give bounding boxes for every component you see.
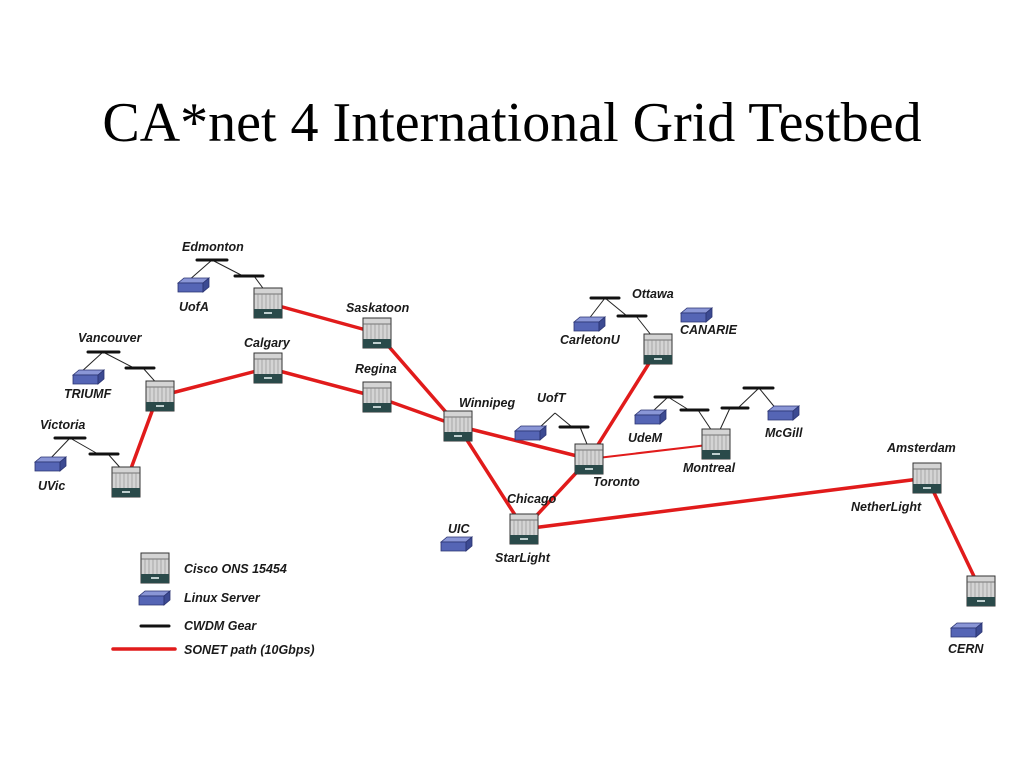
server-uic [440,536,473,552]
legend-router-label: Cisco ONS 15454 [184,562,287,576]
router-toronto [574,443,604,475]
label-mcgill: McGill [765,426,803,440]
label-canarie: CANARIE [680,323,738,337]
label-montreal: Montreal [683,461,736,475]
label-regina: Regina [355,362,397,376]
label-netherlight: NetherLight [851,500,922,514]
link-amsterdam-cern [925,476,983,593]
server-udem [634,409,667,425]
link-toronto-montreal [588,443,717,460]
router-regina [362,381,392,413]
label-udem: UdeM [628,431,663,445]
label-ottawa: Ottawa [632,287,674,301]
router-calgary [253,352,283,384]
label-toronto: Toronto [593,475,640,489]
legend-cwdm-label: CWDM Gear [184,619,257,633]
label-uvic: UVic [38,479,65,493]
router-ottawa [643,333,673,365]
router-montreal [701,428,731,460]
label-amsterdam: Amsterdam [886,441,956,455]
legend-sonet-label: SONET path (10Gbps) [184,643,315,657]
server-uoft [514,425,547,441]
server-mcgill [767,405,800,421]
label-edmonton: Edmonton [182,240,244,254]
link-winnipeg-chicago [456,424,526,531]
label-chicago: Chicago [507,492,557,506]
router-vancouver [145,380,175,412]
label-triumf: TRIUMF [64,387,112,401]
server-uvic [34,456,67,472]
link-winnipeg-toronto [456,424,591,461]
legend-router-icon [140,552,170,584]
server-uofa [177,277,210,293]
server-cern [950,622,983,638]
router-amsterdam [912,462,942,494]
slide-title: CA*net 4 International Grid Testbed [102,92,922,154]
link-calgary-regina [266,366,379,399]
legend-server-icon [138,590,171,606]
label-cern: CERN [948,642,984,656]
link-toronto-ottawa [587,347,660,461]
label-uofa: UofA [179,300,209,314]
router-saskatoon [362,317,392,349]
router-victoria [111,466,141,498]
router-chicago [509,513,539,545]
link-edmonton-saskatoon [266,301,379,335]
label-starlight: StarLight [495,551,551,565]
legend: Cisco ONS 15454 Linux Server CWDM Gear S… [111,552,315,657]
server-triumf [72,369,105,385]
label-vancouver: Vancouver [78,331,143,345]
cwdm-gear [53,258,775,456]
router-edmonton [253,287,283,319]
label-carletonu: CarletonU [560,333,621,347]
server-carletonu [573,316,606,332]
router-winnipeg [443,410,473,442]
server-canarie [680,307,713,323]
label-victoria: Victoria [40,418,85,432]
label-uoft: UofT [537,391,567,405]
label-uic: UIC [448,522,471,536]
link-vancouver-calgary [158,366,270,398]
legend-server-label: Linux Server [184,591,261,605]
label-calgary: Calgary [244,336,291,350]
router-cern [966,575,996,607]
link-chicago-amsterdam [522,476,929,531]
label-saskatoon: Saskatoon [346,301,410,315]
label-winnipeg: Winnipeg [459,396,515,410]
